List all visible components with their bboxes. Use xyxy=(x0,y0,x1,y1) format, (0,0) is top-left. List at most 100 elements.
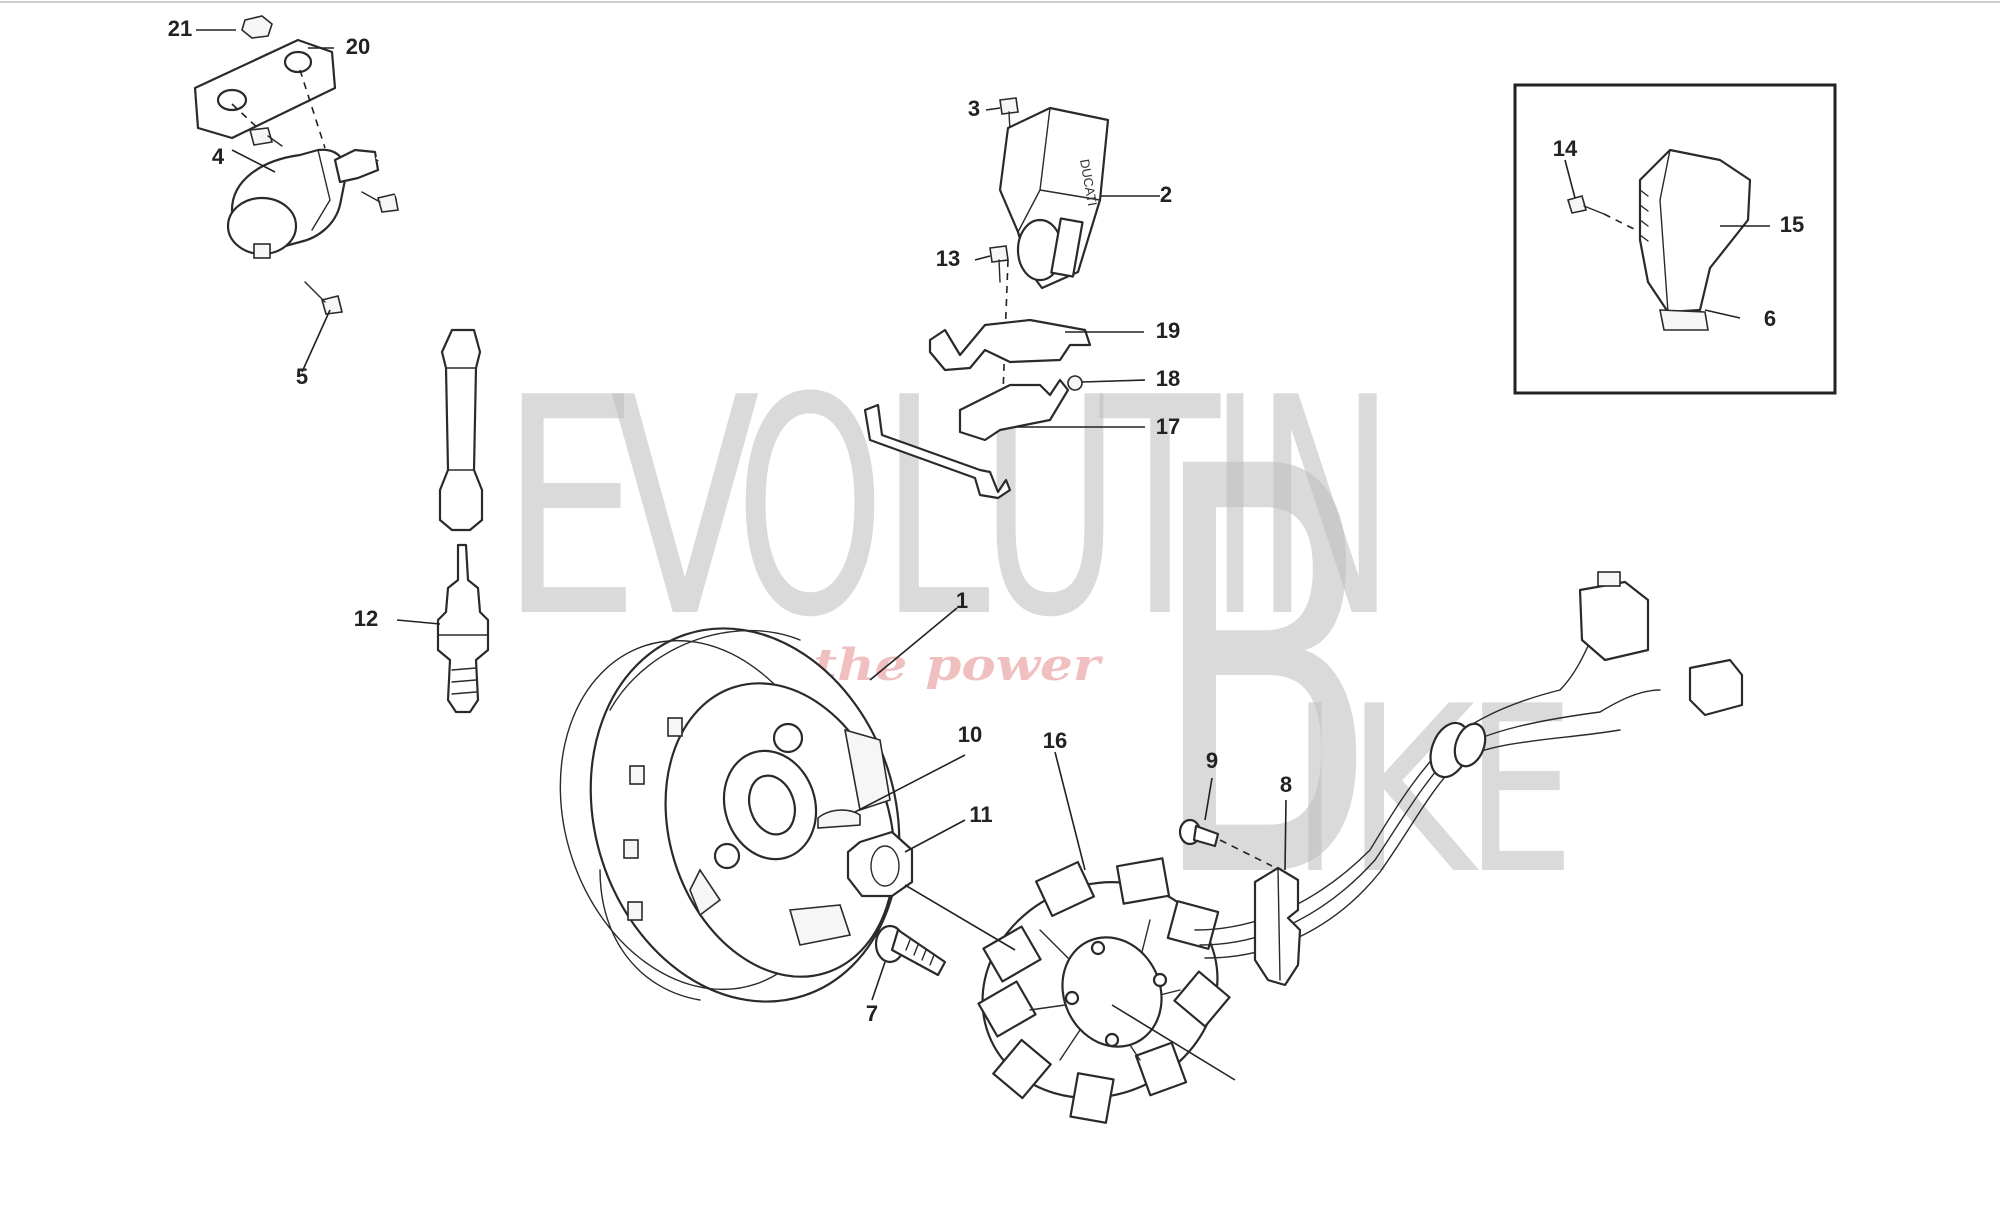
spark-plug-thread xyxy=(451,667,477,671)
leader-line xyxy=(1054,751,1086,871)
voltage-regulator-part xyxy=(1638,148,1752,314)
flywheel-hole xyxy=(772,722,804,754)
stator-harness-group xyxy=(1194,571,1744,987)
callout-6: 6 xyxy=(1764,306,1776,331)
cdi-connector-socket xyxy=(1050,217,1084,278)
watermark-letter-k: K xyxy=(1345,658,1479,925)
flywheel-window xyxy=(623,839,639,859)
callout-11: 11 xyxy=(969,802,992,827)
watermark-letter-v: V xyxy=(610,334,761,683)
flywheel-magnet xyxy=(689,868,722,917)
watermark-letter-i: I xyxy=(1210,334,1260,683)
regulator-edge xyxy=(1659,149,1671,313)
cdi-bracket-group: DUCATI xyxy=(863,97,1110,500)
leader-lines xyxy=(196,29,1770,1081)
stator-pole xyxy=(1173,970,1231,1028)
stator-pole xyxy=(1035,860,1095,918)
callout-20: 20 xyxy=(346,34,370,59)
leader-line xyxy=(904,884,1016,951)
leader-line xyxy=(301,309,331,373)
flywheel-magnet xyxy=(843,728,891,812)
bolt-thread xyxy=(304,281,326,303)
bolt-thread xyxy=(361,191,381,203)
callout-10: 10 xyxy=(958,722,982,747)
leader-line xyxy=(871,961,886,1001)
leader-line xyxy=(1111,1004,1236,1081)
leader-line xyxy=(231,149,276,173)
leader-line xyxy=(869,607,958,681)
regulator-connector-part xyxy=(1659,309,1709,331)
callout-19: 19 xyxy=(1156,318,1180,343)
leader-line xyxy=(904,819,966,853)
coil-outlet xyxy=(333,148,380,184)
plate-hole xyxy=(283,50,313,74)
watermark-letter-o: O xyxy=(735,334,885,683)
callout-labels: 1 2 3 4 5 6 7 8 9 10 11 12 13 14 15 16 1… xyxy=(168,16,1804,1026)
pickup-sensor-part xyxy=(1253,866,1302,987)
stator-pole xyxy=(977,980,1037,1038)
callout-16: 16 xyxy=(1043,728,1067,753)
stator-pole xyxy=(1115,857,1171,905)
coil-terminal xyxy=(253,243,271,259)
screw-thread xyxy=(905,939,935,966)
pickup-sensor-detail xyxy=(1277,867,1281,981)
callout-7: 7 xyxy=(866,1001,878,1026)
bolt-part xyxy=(377,193,399,213)
flywheel-nut-group xyxy=(846,830,914,898)
harness-wire xyxy=(1599,689,1661,713)
flywheel-nut-bore xyxy=(870,845,900,887)
stator-pole xyxy=(1134,1041,1188,1097)
bolt-thread xyxy=(267,135,283,147)
callout-5: 5 xyxy=(296,364,308,389)
leader-line xyxy=(1204,777,1213,821)
spark-plug-thread xyxy=(451,679,477,683)
coil-detail xyxy=(311,149,331,231)
callout-9: 9 xyxy=(1206,748,1218,773)
assembly-guide-line xyxy=(231,103,263,133)
stator-pole xyxy=(1069,1072,1115,1124)
stator-pole xyxy=(982,925,1042,983)
cdi-unit-edge xyxy=(1039,189,1101,201)
flywheel-magnet xyxy=(788,904,852,946)
cdi-bracket-part xyxy=(928,318,1092,372)
leader-line xyxy=(396,619,441,625)
flywheel-window xyxy=(629,765,645,785)
stator-mount-hole xyxy=(1090,940,1106,956)
assembly-guide-line xyxy=(1219,839,1273,867)
mounting-plate-part xyxy=(193,38,337,140)
callout-21: 21 xyxy=(168,16,192,41)
spark-plug-part xyxy=(436,543,490,714)
inset-box xyxy=(1513,83,1837,395)
ignition-coil-group xyxy=(193,15,484,532)
regulator-fin xyxy=(1639,189,1649,242)
harness-grommet xyxy=(1453,722,1487,768)
flywheel-window xyxy=(667,717,683,737)
connector-latch xyxy=(1597,571,1621,587)
watermark-letter-l: L xyxy=(880,334,991,683)
callout-4: 4 xyxy=(212,144,225,169)
watermark-letter-e2: E xyxy=(1465,658,1575,925)
leader-line xyxy=(1704,309,1741,319)
flywheel-window xyxy=(627,901,643,921)
stator-mount-hole xyxy=(1064,990,1080,1006)
assembly-guide-line xyxy=(1603,213,1637,231)
watermark-letter-t: T xyxy=(1097,334,1223,683)
stator-pole xyxy=(992,1038,1052,1100)
bolt-part xyxy=(999,97,1019,115)
bolt-thread xyxy=(998,259,1001,283)
woodruff-key-part xyxy=(817,809,861,829)
callout-17: 17 xyxy=(1156,414,1180,439)
flywheel-bore xyxy=(748,774,796,836)
screw-shank xyxy=(1192,824,1220,848)
stator-mount-hole xyxy=(1104,1032,1120,1048)
bolt-part xyxy=(1566,195,1588,214)
bolt-thread xyxy=(1583,205,1605,215)
stator-screw-group xyxy=(874,924,947,977)
watermark-letter-i2: I xyxy=(1295,658,1335,925)
leader-line xyxy=(974,255,991,261)
plug-cap-part xyxy=(438,328,484,532)
callout-14: 14 xyxy=(1553,136,1578,161)
watermark-letter-e: E xyxy=(500,334,640,683)
callout-2: 2 xyxy=(1160,182,1172,207)
